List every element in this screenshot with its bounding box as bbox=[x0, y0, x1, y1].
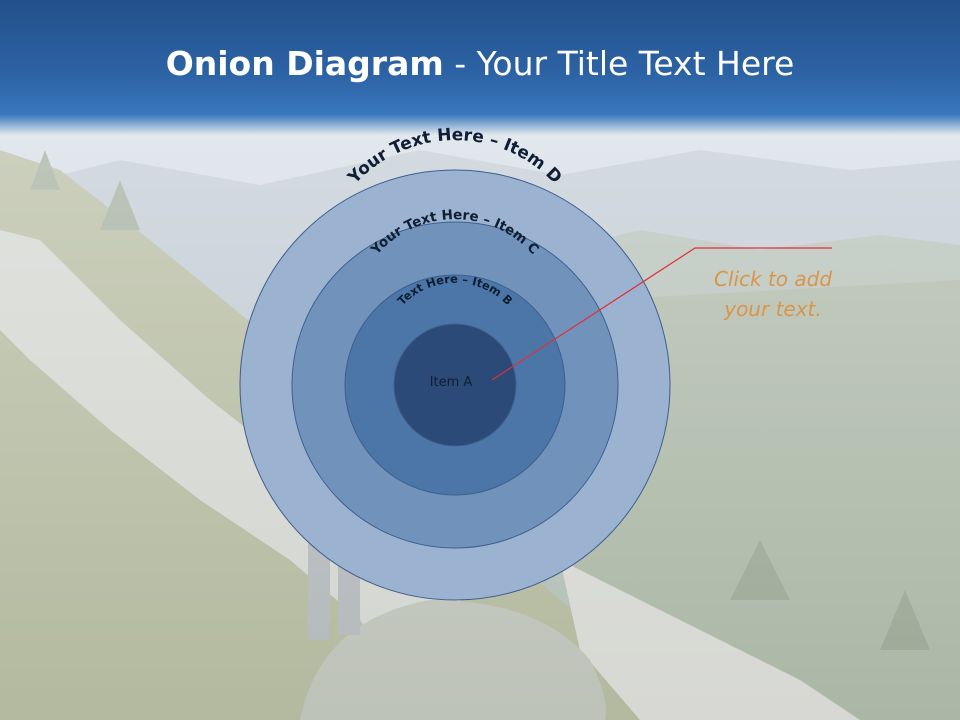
callout-text-placeholder[interactable]: Click to add your text. bbox=[688, 264, 858, 324]
title-bold-part: Onion Diagram bbox=[165, 44, 444, 83]
callout-line-1: Click to add bbox=[713, 267, 833, 291]
callout-leader-line bbox=[491, 247, 832, 381]
layer-a-label: Item A bbox=[430, 375, 473, 390]
slide-title[interactable]: Onion Diagram - Your Title Text Here bbox=[0, 44, 960, 83]
title-rest-part: - Your Title Text Here bbox=[443, 44, 795, 83]
title-band bbox=[0, 0, 960, 135]
callout-line-2: your text. bbox=[724, 297, 822, 321]
onion-layer-a[interactable] bbox=[393, 323, 517, 447]
